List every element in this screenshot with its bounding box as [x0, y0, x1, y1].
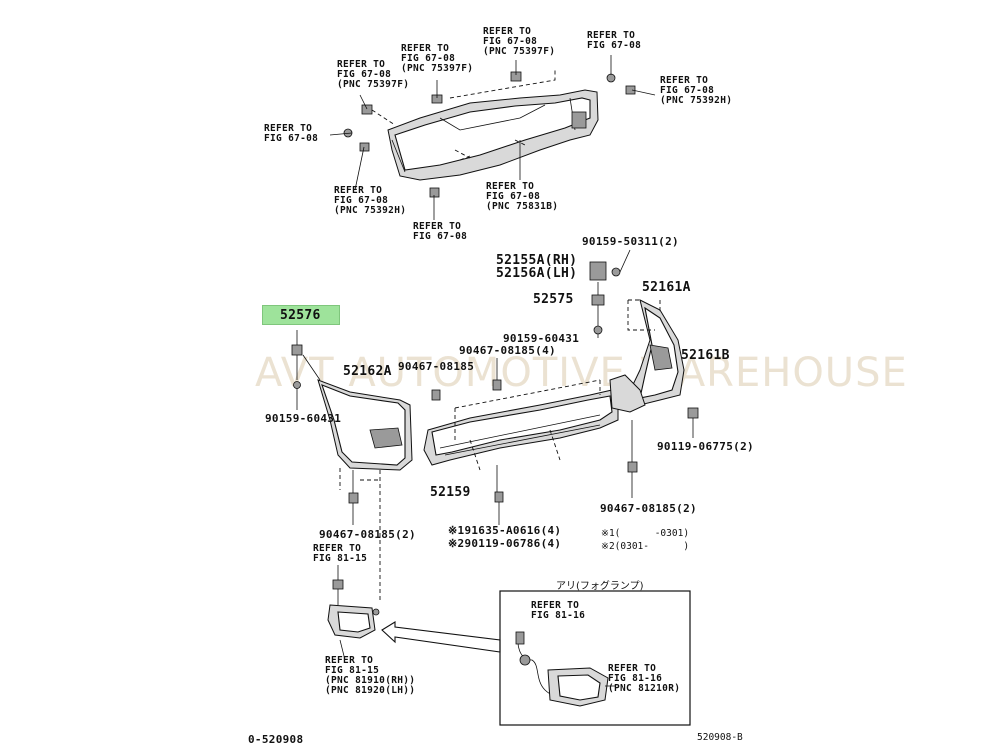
ref-fig-67-08-label: REFER TO FIG 67-08 (PNC 75392H) [334, 185, 407, 216]
part-52575[interactable]: 52575 [533, 292, 574, 307]
ref-fig-81-16-pnc-label: REFER TO FIG 81-16 (PNC 81210R) [608, 663, 681, 694]
note-2: ※2(0301- ) [601, 541, 690, 552]
part-90467-08185[interactable]: 90467-08185 [398, 360, 475, 373]
ref-fig-67-08-label: REFER TO FIG 67-08 [587, 30, 642, 51]
ref-fig-67-08-label: REFER TO FIG 67-08 (PNC 75397F) [401, 43, 474, 74]
ref-fig-67-08-label: REFER TO FIG 67-08 (PNC 75397F) [337, 59, 410, 90]
part-52161b[interactable]: 52161B [681, 348, 730, 363]
part-90467-08185-2-left[interactable]: 90467-08185(2) [319, 528, 416, 541]
top-garnish-assembly [329, 55, 656, 220]
footer-left-code: 0-520908 [248, 733, 304, 746]
ref-fig-81-16-label: REFER TO FIG 81-16 [531, 600, 586, 621]
part-90159-50311[interactable]: 90159-50311(2) [582, 235, 679, 248]
part-191635-a0616[interactable]: ※191635-A0616(4) [448, 524, 562, 537]
part-52155a[interactable]: 52155A(RH) [496, 253, 578, 268]
fog-lamp-option-title: アリ(フォグランプ) [556, 581, 644, 592]
part-52161a[interactable]: 52161A [642, 280, 691, 295]
ref-fig-81-15-label: REFER TO FIG 81-15 [313, 543, 368, 564]
footer-right-code: 520908-B [697, 732, 743, 743]
part-90467-08185-4[interactable]: 90467-08185(4) [459, 344, 556, 357]
part-52159[interactable]: 52159 [430, 485, 471, 500]
ref-fig-67-08-label: REFER TO FIG 67-08 (PNC 75392H) [660, 75, 733, 106]
direction-arrow [381, 621, 501, 653]
ref-fig-67-08-label: REFER TO FIG 67-08 (PNC 75397F) [483, 26, 556, 57]
highlighted-part-label: 52576 [280, 308, 321, 323]
part-90159-60431-left[interactable]: 90159-60431 [265, 412, 342, 425]
part-90159-60431-right[interactable]: 90159-60431 [503, 332, 580, 345]
fog-lamp-option-box [499, 590, 691, 726]
ref-fig-67-08-label: REFER TO FIG 67-08 [264, 123, 319, 144]
ref-fig-67-08-label: REFER TO FIG 67-08 [413, 221, 468, 242]
fog-lamp-left [327, 565, 380, 661]
ref-fig-67-08-label: REFER TO FIG 67-08 (PNC 75831B) [486, 181, 559, 212]
part-90119-06786[interactable]: ※290119-06786(4) [448, 537, 562, 550]
part-52156a[interactable]: 52156A(LH) [496, 266, 578, 281]
part-90119-06775[interactable]: 90119-06775(2) [657, 440, 754, 453]
highlighted-part-52576[interactable]: 52576 [262, 305, 340, 325]
part-90467-08185-2-right[interactable]: 90467-08185(2) [600, 502, 697, 515]
part-52162a[interactable]: 52162A [343, 364, 392, 379]
note-1: ※1( -0301) [601, 528, 690, 539]
bumper-assembly [291, 249, 699, 600]
ref-fig-81-15-pnc-label: REFER TO FIG 81-15 (PNC 81910(RH)) (PNC … [325, 655, 416, 696]
